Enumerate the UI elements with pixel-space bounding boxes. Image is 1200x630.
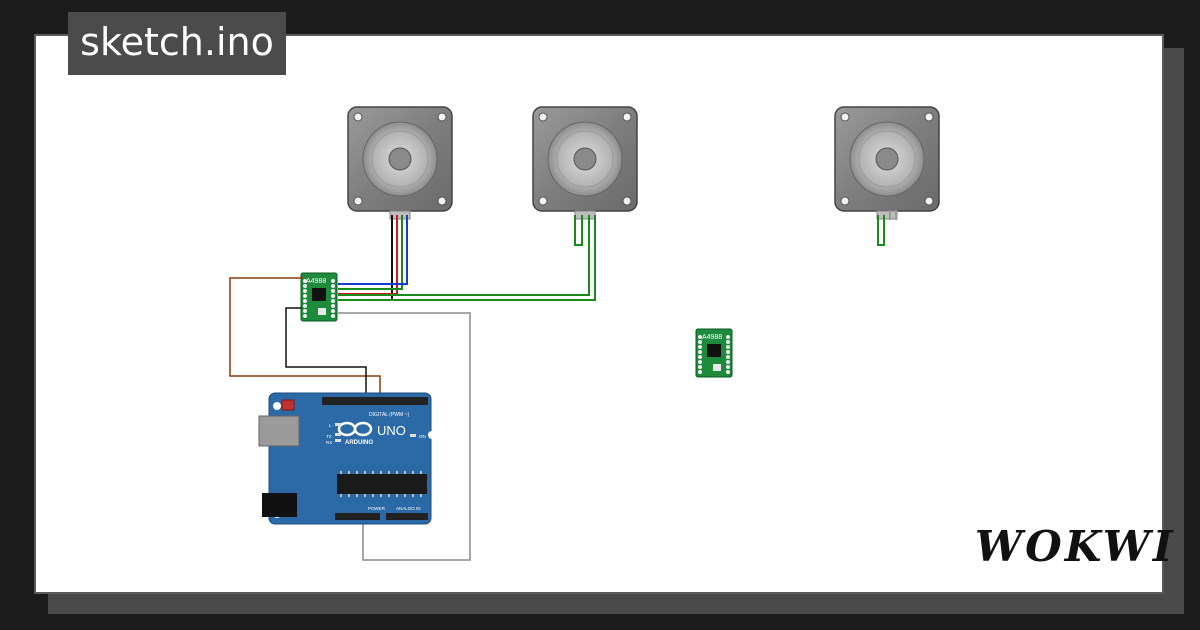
on-led-label: ON	[419, 434, 426, 439]
wires-driver-arduino	[229, 277, 471, 561]
rx-led-label: RX	[326, 440, 332, 445]
arduino-logo-icon	[337, 421, 373, 437]
power-header-label: POWER	[368, 506, 386, 511]
tx-led-label: TX	[326, 434, 332, 439]
analog-header-label: ANALOG IN	[396, 506, 421, 511]
digital-header-label: DIGITAL (PWM ~)	[369, 412, 409, 418]
a4988-driver-2[interactable]: A4988	[695, 328, 733, 378]
driver-2-label: A4988	[702, 334, 722, 341]
arduino-brand: ARDUINO	[345, 440, 373, 446]
file-tab-title[interactable]: sketch.ino	[68, 12, 286, 75]
stepper-motor-1[interactable]	[338, 106, 453, 301]
arduino-model: UNO	[377, 423, 406, 438]
l-led-label: L	[329, 423, 332, 428]
stepper-motor-3[interactable]	[834, 106, 940, 246]
stepper-motor-2[interactable]	[338, 106, 638, 301]
wokwi-logo: WOKWI	[975, 522, 1176, 571]
a4988-driver-1[interactable]: A4988	[300, 272, 338, 322]
driver-1-label: A4988	[306, 278, 326, 285]
arduino-uno[interactable]: UNO ARDUINO DIGITAL (PWM ~) POWER ANALOG…	[258, 392, 436, 525]
